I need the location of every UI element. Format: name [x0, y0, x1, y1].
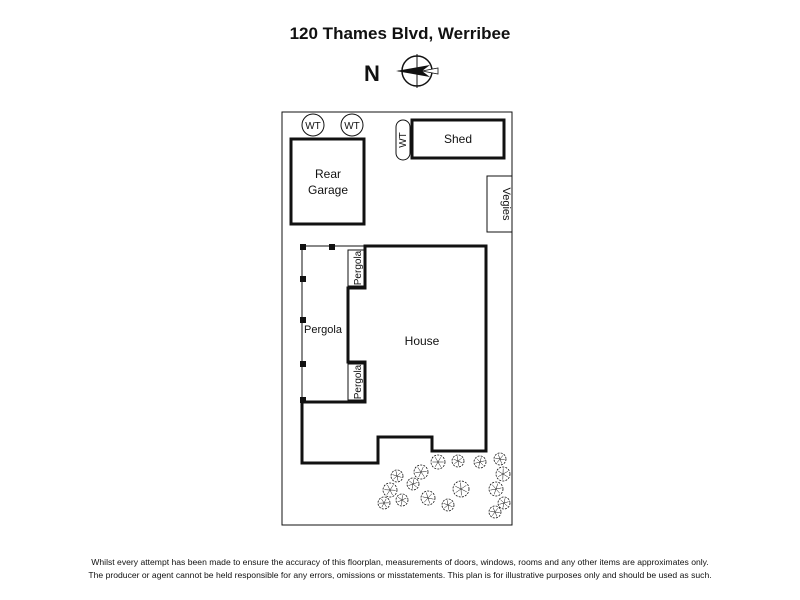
pergola-bottom: Pergola — [347, 363, 366, 401]
compass-rose-icon — [396, 54, 439, 88]
water-tank-3-label: WT — [398, 132, 409, 148]
house-outline — [300, 244, 488, 465]
rear-garage-label-line1: Rear — [315, 167, 341, 181]
disclaimer-line-2: The producer or agent cannot be held res… — [88, 570, 712, 580]
north-label: N — [364, 61, 380, 86]
shed-label: Shed — [444, 132, 472, 146]
pergola-main-label: Pergola — [304, 324, 343, 336]
pergola-top-label: Pergola — [353, 250, 364, 285]
shrub-icon — [413, 464, 429, 480]
pergola-main: Pergola — [300, 244, 365, 403]
property-boundary — [281, 111, 513, 526]
water-tank-1: WT — [301, 113, 325, 137]
pergola-bottom-label: Pergola — [353, 364, 364, 399]
water-tank-1-label: WT — [305, 121, 321, 132]
shrub-icon — [473, 455, 487, 469]
shrub-icon — [488, 505, 502, 519]
shrub-icon — [493, 452, 507, 466]
shrub-icon — [451, 454, 465, 468]
water-tank-2: WT — [340, 113, 364, 137]
plan-title: 120 Thames Blvd, Werribee — [289, 24, 511, 43]
pergola-top: Pergola — [347, 249, 366, 287]
shed-outline — [410, 118, 506, 160]
shrub-icon — [377, 496, 391, 510]
water-tank-3: WT — [395, 119, 411, 161]
shrub-icon — [390, 469, 404, 483]
shrub-icon — [420, 490, 436, 506]
vegies-label: Vegies — [500, 187, 512, 221]
rear-garage-label-line2: Garage — [308, 183, 348, 197]
disclaimer: Whilst every attempt has been made to en… — [0, 556, 800, 582]
water-tank-2-label: WT — [344, 121, 360, 132]
shrub-icon — [497, 496, 511, 510]
house-label: House — [405, 334, 440, 348]
shrub-icon — [382, 482, 398, 498]
shrub-icon — [395, 493, 409, 507]
shrub-icon — [406, 477, 420, 491]
landscaping-shrubs — [377, 452, 511, 519]
shrub-icon — [495, 466, 511, 482]
shrub-icon — [452, 480, 470, 498]
disclaimer-line-1: Whilst every attempt has been made to en… — [91, 557, 709, 567]
vegies-outline — [486, 175, 513, 233]
rear-garage-outline — [289, 137, 366, 226]
shrub-icon — [430, 454, 446, 470]
shrub-icon — [441, 498, 455, 512]
shrub-icon — [488, 481, 504, 497]
